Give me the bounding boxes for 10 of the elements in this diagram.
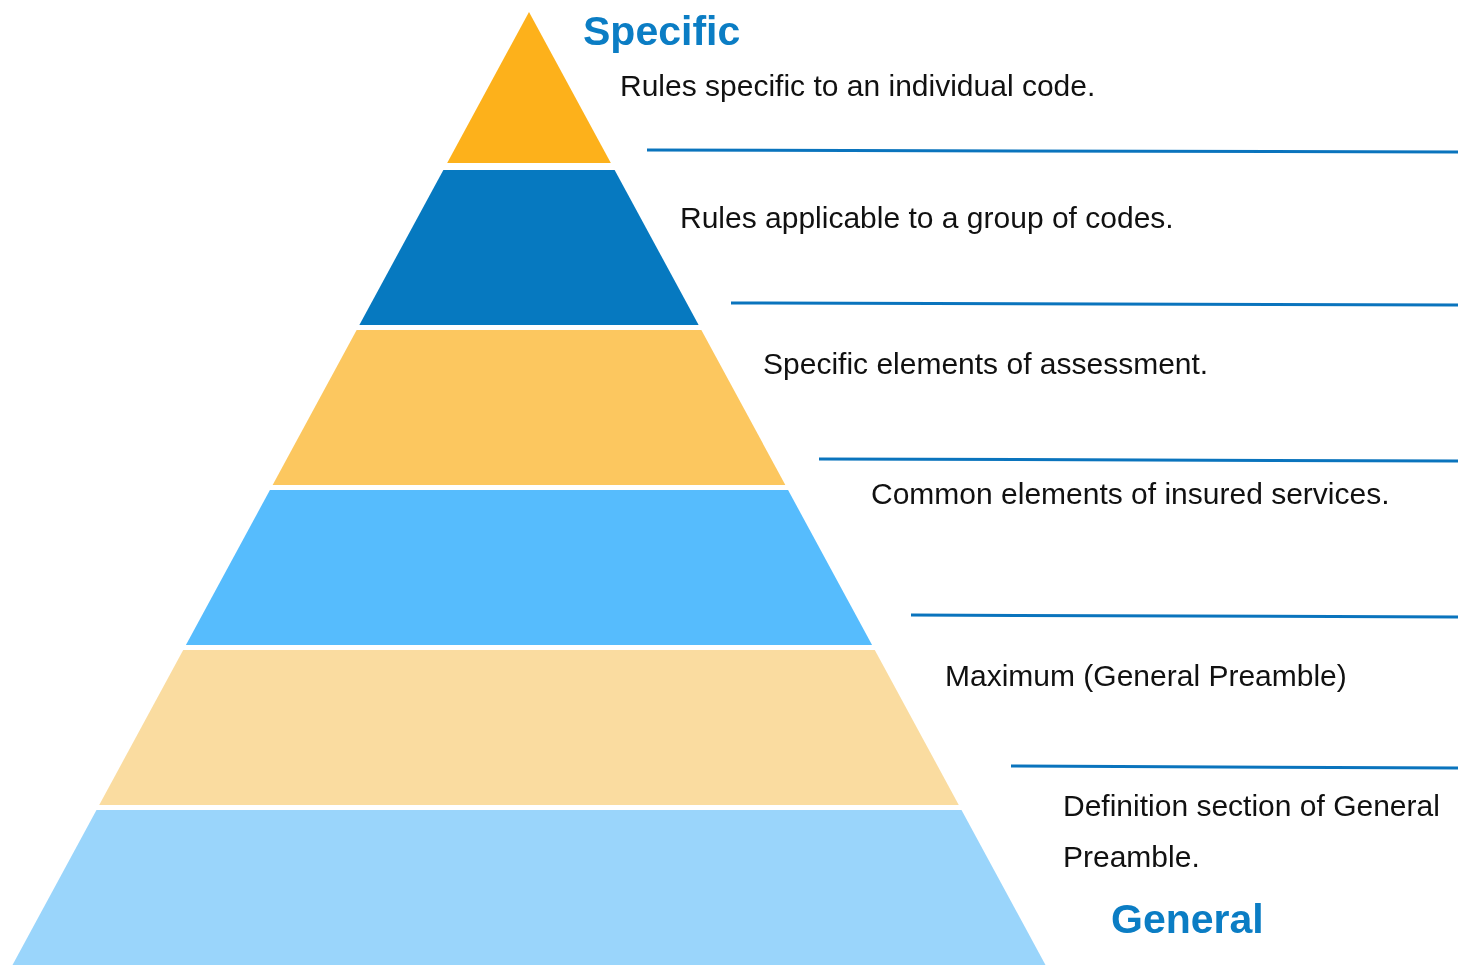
layer-description: Rules specific to an individual code. [620, 68, 1097, 104]
pyramid-layer [12, 810, 1046, 965]
scale-heading: Specific [583, 8, 741, 55]
layer-description: Specific elements of assessment. [763, 346, 1210, 382]
layer-description: Maximum (General Preamble) [945, 658, 1348, 694]
scale-heading: General [1111, 896, 1264, 943]
pyramid-layer [185, 490, 873, 645]
layer-description: Rules applicable to a group of codes. [680, 200, 1175, 236]
layer-description: Definition section of General Preamble. [1063, 788, 1441, 875]
layer-description: Common elements of insured services. [871, 476, 1391, 512]
